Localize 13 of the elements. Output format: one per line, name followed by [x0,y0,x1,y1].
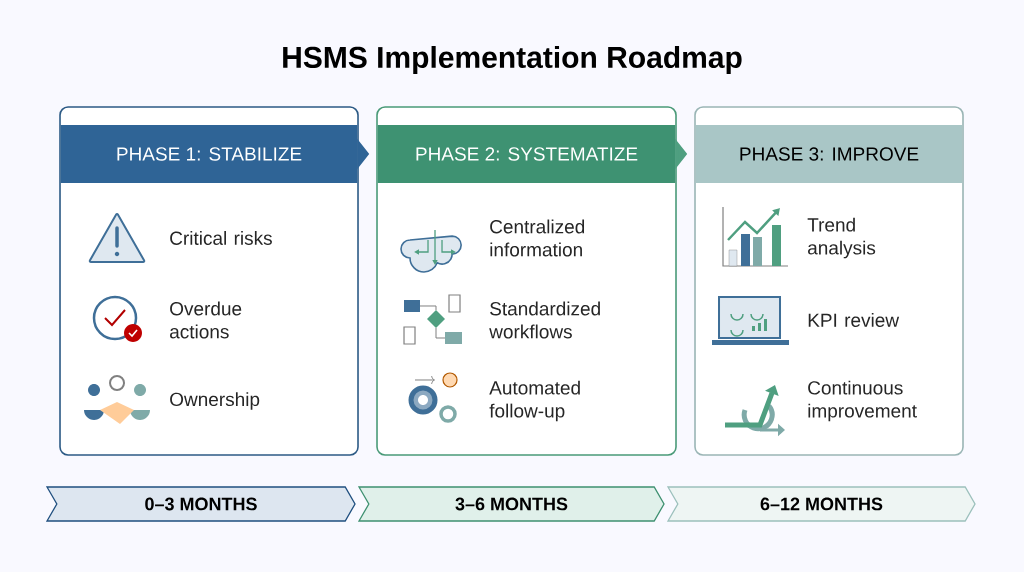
timeline-segment: 3–6 MONTHS [357,486,665,522]
item-label: Ownership [170,392,260,410]
item-label: Overdue actions [170,301,242,339]
item-label: Trend analysis [807,217,876,259]
item-label: Automated follow-up [489,380,580,422]
item-label: Critical risks [170,231,272,245]
item-label: KPI review [808,313,900,327]
item-label: Standardized workflows [489,301,600,339]
timeline-segment: 0–3 MONTHS [45,486,356,522]
item-label: Continuous improvement [808,380,917,422]
title: HSMS Implementation Roadmap [283,46,742,74]
item-label: Centralized information [490,219,585,257]
timeline-segment: 6–12 MONTHS [666,486,976,522]
